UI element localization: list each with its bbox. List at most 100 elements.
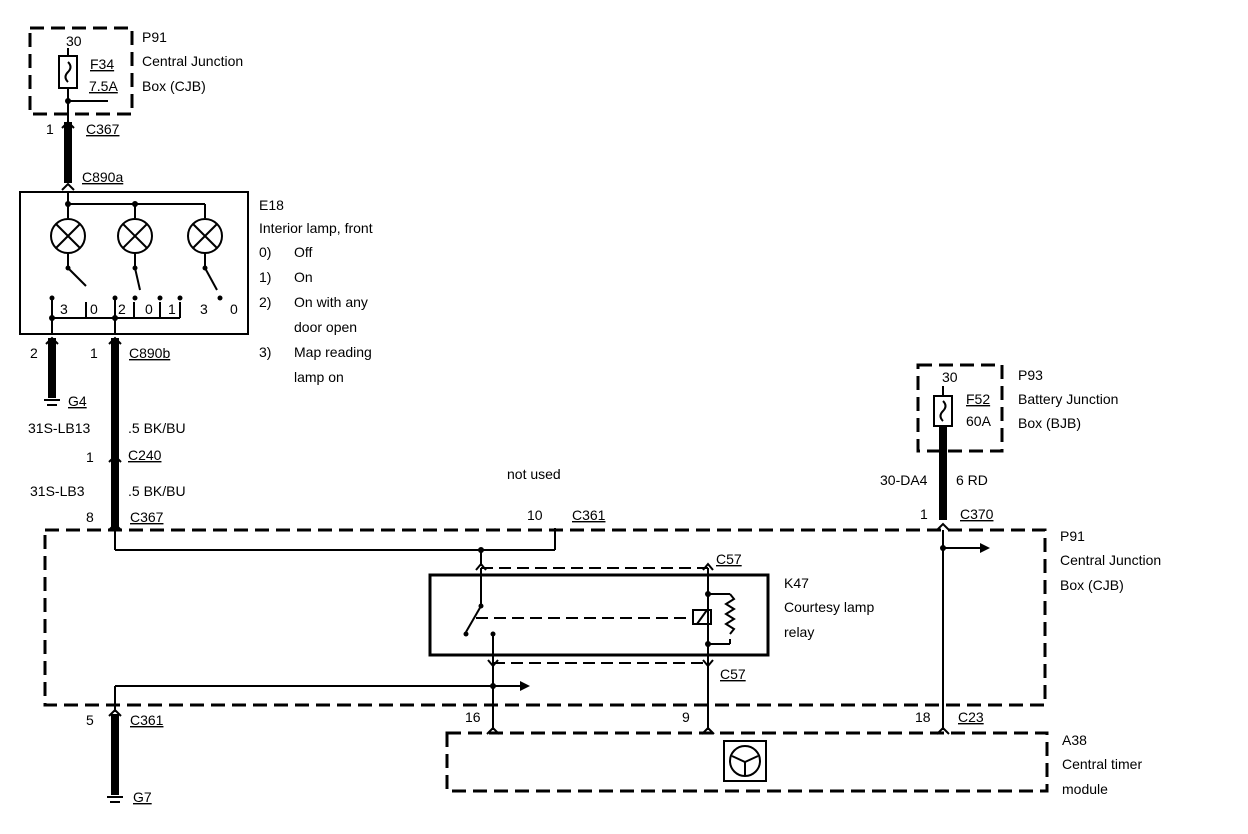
svg-text:.5 BK/BU: .5 BK/BU <box>128 420 186 436</box>
switch-pos: 0 <box>145 301 153 317</box>
e18-interior-lamp: 3 0 2 0 1 3 0 <box>19 191 249 335</box>
p91-mid-line1: Central Junction <box>1060 552 1161 568</box>
svg-text:1: 1 <box>920 506 928 522</box>
svg-text:On: On <box>294 269 313 285</box>
arrow-right-icon <box>520 681 530 691</box>
svg-text:1: 1 <box>90 345 98 361</box>
k47-id: K47 <box>784 575 809 591</box>
svg-text:2: 2 <box>30 345 38 361</box>
svg-text:31S-LB13: 31S-LB13 <box>28 420 90 436</box>
connector-c361-bottom: 5 C361 <box>86 708 164 728</box>
svg-text:door open: door open <box>294 319 357 335</box>
k47-line2: relay <box>784 624 814 640</box>
svg-text:6 RD: 6 RD <box>956 472 988 488</box>
a38-line1: Central timer <box>1062 756 1142 772</box>
switch-pos: 0 <box>90 301 98 317</box>
switch-pos: 3 <box>200 301 208 317</box>
svg-text:2): 2) <box>259 294 271 310</box>
p91-cjb-box <box>43 528 1047 707</box>
svg-text:C57: C57 <box>720 666 746 682</box>
p91-mid-line2: Box (CJB) <box>1060 577 1124 593</box>
svg-text:C240: C240 <box>128 447 162 463</box>
svg-text:C361: C361 <box>572 507 606 523</box>
switch-pos: 2 <box>118 301 126 317</box>
switch-blade-icon <box>204 267 218 291</box>
svg-text:C367: C367 <box>86 121 120 137</box>
svg-text:3): 3) <box>259 344 271 360</box>
svg-text:C890b: C890b <box>129 345 170 361</box>
svg-text:C361: C361 <box>130 712 164 728</box>
p91-top-line2: Box (CJB) <box>142 78 206 94</box>
a38-line2: module <box>1062 781 1108 797</box>
svg-text:30-DA4: 30-DA4 <box>880 472 928 488</box>
connector-c23: 16 9 18 C23 <box>465 709 984 735</box>
svg-text:lamp on: lamp on <box>294 369 344 385</box>
svg-text:C890a: C890a <box>82 169 123 185</box>
svg-text:8: 8 <box>86 509 94 525</box>
timer-module-icon <box>723 740 767 782</box>
svg-text:16: 16 <box>465 709 481 725</box>
svg-text:G4: G4 <box>68 393 87 409</box>
svg-text:31S-LB3: 31S-LB3 <box>30 483 85 499</box>
lamp-bulb-icon <box>50 218 86 254</box>
switch-blade-icon <box>67 267 87 287</box>
arrow-right-icon <box>980 543 990 553</box>
svg-text:0): 0) <box>259 244 271 260</box>
p93-battery-junction-box: 30 F52 60A P93 Battery Junction Box (BJB… <box>916 363 1118 453</box>
switch-pos: 0 <box>230 301 238 317</box>
e18-title: Interior lamp, front <box>259 220 373 236</box>
fuse-f34-label: F34 <box>90 56 114 72</box>
lamp-bulb-icon <box>117 218 153 254</box>
switch-blade-icon <box>134 267 141 291</box>
connector-c367-top: 1 C367 <box>46 120 120 140</box>
svg-text:On with any: On with any <box>294 294 368 310</box>
resistor-icon <box>724 593 736 635</box>
k47-courtesy-lamp-relay <box>428 568 770 730</box>
svg-text:P93: P93 <box>1018 367 1043 383</box>
fuse-element-icon <box>939 400 947 422</box>
svg-text:C57: C57 <box>716 551 742 567</box>
not-used-label: not used <box>507 466 561 482</box>
svg-text:C367: C367 <box>130 509 164 525</box>
p91-pin-30: 30 <box>66 33 82 49</box>
connector-c361-top: 10 C361 <box>527 507 606 523</box>
connector-c370: 1 C370 <box>920 506 994 531</box>
svg-text:9: 9 <box>682 709 690 725</box>
svg-text:C370: C370 <box>960 506 994 522</box>
svg-text:C23: C23 <box>958 709 984 725</box>
switch-pos: 1 <box>168 301 176 317</box>
relay-contact-icon <box>465 605 482 633</box>
svg-text:60A: 60A <box>966 413 992 429</box>
fuse-f34-rating: 7.5A <box>89 78 118 94</box>
svg-text:G7: G7 <box>133 789 152 805</box>
ground-g7-icon: G7 <box>107 789 152 805</box>
fuse-element-icon <box>64 61 72 83</box>
svg-text:Battery Junction: Battery Junction <box>1018 391 1118 407</box>
k47-line1: Courtesy lamp <box>784 599 874 615</box>
svg-text:.5 BK/BU: .5 BK/BU <box>128 483 186 499</box>
ground-g4-icon: G4 <box>44 393 87 409</box>
connector-c240: 1 C240 <box>86 447 162 465</box>
p91-fuse-box-top: 30 F34 7.5A P91 Central Junction Box (CJ… <box>28 26 243 128</box>
p91-mid-id: P91 <box>1060 528 1085 544</box>
svg-text:Off: Off <box>294 244 313 260</box>
svg-text:30: 30 <box>942 369 958 385</box>
p91-top-id: P91 <box>142 29 167 45</box>
connector-c890a: C890a <box>61 169 123 191</box>
lamp-bulb-icon <box>187 218 223 254</box>
p91-top-line1: Central Junction <box>142 53 243 69</box>
svg-text:1: 1 <box>86 449 94 465</box>
svg-text:F52: F52 <box>966 391 990 407</box>
e18-legend: E18 Interior lamp, front 0) Off 1) On 2)… <box>259 197 373 385</box>
svg-text:Map reading: Map reading <box>294 344 372 360</box>
a38-id: A38 <box>1062 732 1087 748</box>
svg-text:5: 5 <box>86 712 94 728</box>
svg-text:1): 1) <box>259 269 271 285</box>
switch-pos: 3 <box>60 301 68 317</box>
relay-coil-icon <box>692 609 712 625</box>
a38-central-timer-module <box>445 731 1049 793</box>
svg-text:18: 18 <box>915 709 931 725</box>
connector-c367-mid: 8 C367 <box>86 509 164 531</box>
e18-id: E18 <box>259 197 284 213</box>
